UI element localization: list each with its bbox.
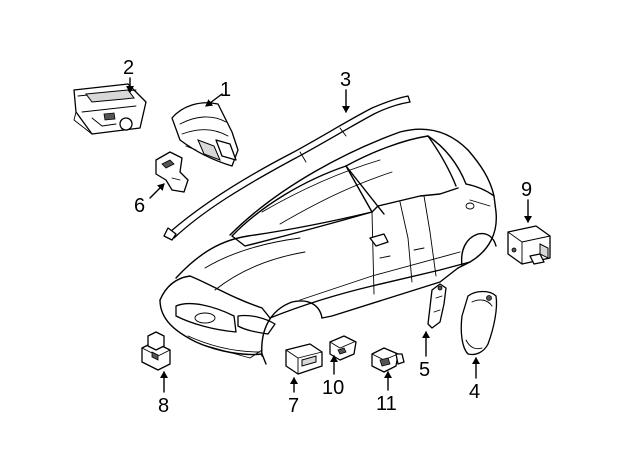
callout-6: 6 (134, 195, 145, 217)
part-1-passenger-airbag (171, 102, 239, 167)
leader-lines (126, 77, 532, 393)
vehicle-body (159, 128, 497, 365)
callout-5: 5 (419, 359, 430, 381)
callout-9: 9 (521, 179, 532, 201)
part-7-control-module (285, 343, 323, 375)
part-6-sensor (155, 151, 189, 193)
part-10-sensor (329, 335, 357, 361)
part-4-side-airbag (460, 290, 498, 356)
part-2-driver-airbag (73, 83, 147, 135)
part-11-sensor (371, 347, 405, 373)
callout-labels: 1 2 3 4 5 6 7 8 9 10 11 (123, 57, 532, 417)
callout-10: 10 (322, 377, 344, 399)
part-3-curtain-airbag (163, 95, 411, 241)
callout-2: 2 (123, 57, 134, 79)
callout-3: 3 (340, 69, 351, 91)
part-8-impact-sensor (141, 331, 171, 371)
callout-4: 4 (469, 381, 480, 403)
arrow-6 (149, 183, 165, 199)
part-9-sensor-unit (507, 225, 551, 265)
callout-7: 7 (288, 395, 299, 417)
callout-1: 1 (220, 79, 231, 101)
callout-11: 11 (376, 393, 397, 415)
part-5-sensor-bracket (427, 283, 447, 329)
callout-8: 8 (158, 395, 169, 417)
arrow-1 (205, 93, 223, 107)
